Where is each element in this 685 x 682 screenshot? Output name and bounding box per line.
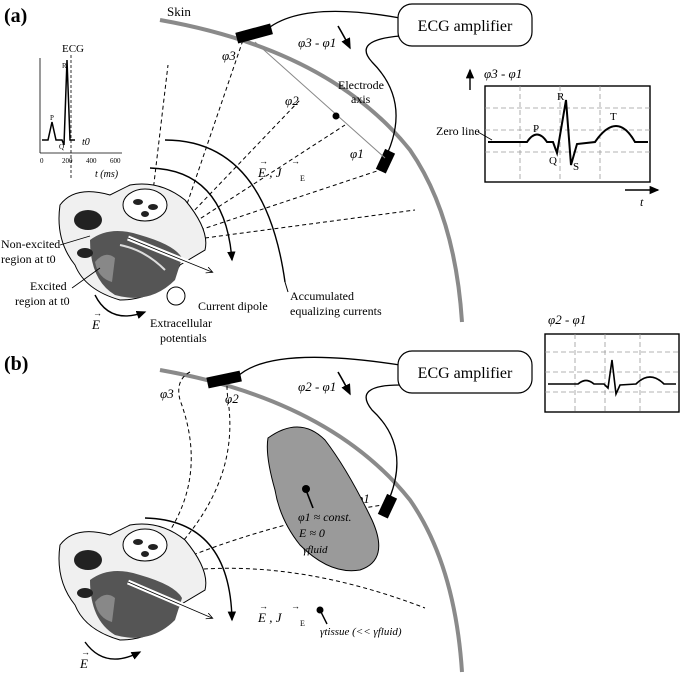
- electrode-phi1-a: [375, 148, 396, 174]
- lead-label-b: φ2 - φ1: [298, 379, 336, 394]
- skin-label: Skin: [167, 4, 191, 19]
- zero-line-label: Zero line: [436, 124, 480, 138]
- time-axis-label: t: [640, 195, 644, 209]
- e-arrow-bottom-a: [94, 294, 147, 319]
- lead-label-a: φ3 - φ1: [298, 35, 336, 50]
- fluid-region: [266, 426, 380, 572]
- wave-r: R: [557, 91, 565, 103]
- panel-a: (a) Skin Electrode axis ECG amplifier φ3…: [1, 3, 660, 345]
- panel-b: (b) ECG amplifier φ2 - φ1 φ3 φ2 φ1 φ1 ≈ …: [4, 312, 680, 673]
- accumulated-label-2: equalizing currents: [290, 304, 382, 318]
- trace-box-a: [484, 85, 651, 183]
- inset-mark-q: Q: [59, 143, 64, 151]
- lead-wire-2-a: [365, 35, 401, 153]
- trace-grid-b: [545, 334, 679, 412]
- excited-pointer: [71, 267, 101, 289]
- skin-arc-b: [159, 368, 464, 673]
- electrode-axis-label-1: Electrode: [338, 78, 384, 92]
- non-excited-label-1: Non-excited: [1, 237, 60, 251]
- inset-tick-600: 600: [110, 157, 121, 165]
- electrode-phi3-a: [235, 23, 273, 44]
- current-dipole-arrow-outline-a: [127, 237, 212, 272]
- current-arc-b: [144, 517, 237, 622]
- electrode-phi1-b: [377, 493, 398, 519]
- trace-label-b: φ2 - φ1: [548, 312, 586, 327]
- panel-a-label: (a): [4, 5, 27, 27]
- extracellular-label-2: potentials: [160, 331, 207, 345]
- fluid-pointer: [305, 489, 314, 509]
- electrode-axis-label-2: axis: [351, 92, 371, 106]
- inset-mark-r: R: [62, 62, 67, 70]
- current-arc-inner-a: [149, 167, 236, 262]
- current-arc-outer-a: [164, 139, 286, 283]
- extracellular-circle-a: [166, 286, 186, 306]
- lead-wire-2-b: [365, 384, 401, 498]
- ecg-amplifier-label-b: ECG amplifier: [418, 365, 513, 382]
- field-vec2-a: →: [291, 156, 300, 166]
- accumulated-pointer: [284, 281, 289, 293]
- accumulated-label-1: Accumulated: [290, 289, 354, 303]
- inset-mark-p: P: [50, 114, 54, 122]
- electrode-axis-dot: [332, 112, 340, 120]
- e-label-bottom-b: E: [79, 656, 88, 671]
- wave-q: Q: [549, 155, 557, 167]
- inset-title: ECG: [62, 43, 84, 55]
- field-label-a: E , J: [257, 165, 283, 180]
- lead-arrow-b: [337, 371, 351, 396]
- ecg-trace-a: [488, 99, 648, 166]
- fluid-text-2: E ≈ 0: [298, 526, 325, 540]
- tissue-label: γtissue (<< γfluid): [320, 626, 402, 638]
- inset-tick-200: 200: [62, 157, 73, 165]
- ecg-trace-b: [548, 359, 676, 397]
- fluid-dot: [302, 485, 310, 493]
- ecg-amplifier-label-a: ECG amplifier: [418, 18, 513, 35]
- electrode-axis-line: [254, 41, 386, 159]
- e-label-bottom-a: E: [91, 317, 100, 332]
- electrode-phi2-b: [206, 370, 242, 389]
- tissue-pointer: [319, 609, 328, 625]
- skin-arc-a: [159, 18, 464, 323]
- inset-tick-400: 400: [86, 157, 97, 165]
- current-dipole-label: Current dipole: [198, 299, 268, 313]
- fluid-text-1: φ1 ≈ const.: [298, 510, 352, 524]
- phi3-label-a: φ3: [222, 48, 236, 63]
- ecg-amplifier-box-a: [397, 3, 533, 47]
- fluid-text-3: γfluid: [303, 544, 328, 556]
- inset-t0: t0: [82, 137, 90, 148]
- lead-wire-1-a: [264, 10, 401, 32]
- field-vec-b: →: [259, 601, 268, 611]
- trace-label-a: φ3 - φ1: [484, 66, 522, 81]
- field-sub-a: E: [300, 174, 305, 183]
- field-label-b: E , J: [257, 610, 283, 625]
- non-excited-label-2: region at t0: [1, 252, 56, 266]
- e-label-bottom-vec-b: →: [81, 647, 90, 657]
- field-sub-b: E: [300, 619, 305, 628]
- wave-t: T: [610, 111, 617, 123]
- zero-line-pointer: [477, 131, 493, 141]
- phi1-label-a: φ1: [350, 146, 364, 161]
- equipotential-lines-a: [151, 39, 416, 239]
- current-dipole-arrow-outline-b: [127, 581, 212, 618]
- phi2-label-a: φ2: [285, 93, 299, 108]
- excited-label-1: Excited: [30, 279, 67, 293]
- inset-tick-0: 0: [40, 157, 44, 165]
- trace-box-b: [544, 333, 680, 413]
- lead-arrow-a: [337, 25, 351, 50]
- ecg-inset-a: ECG R P Q t0 0 200 400 600 t (ms): [39, 43, 122, 180]
- field-vec2-b: →: [291, 601, 300, 611]
- inset-xlabel: t (ms): [95, 169, 119, 180]
- ecg-amplifier-box-b: [397, 350, 533, 394]
- wave-p: P: [533, 123, 539, 135]
- non-excited-pointer: [59, 235, 91, 246]
- wave-s: S: [573, 161, 579, 173]
- extracellular-label-1: Extracellular: [150, 316, 212, 330]
- e-arrow-bottom-b: [84, 641, 142, 660]
- field-vec-a: →: [259, 156, 268, 166]
- e-label-bottom-vec-a: →: [93, 308, 102, 318]
- lead-wire-1-b: [236, 356, 401, 378]
- phi3-label-b: φ3: [160, 386, 174, 401]
- panel-b-label: (b): [4, 353, 28, 375]
- excited-label-2: region at t0: [15, 294, 70, 308]
